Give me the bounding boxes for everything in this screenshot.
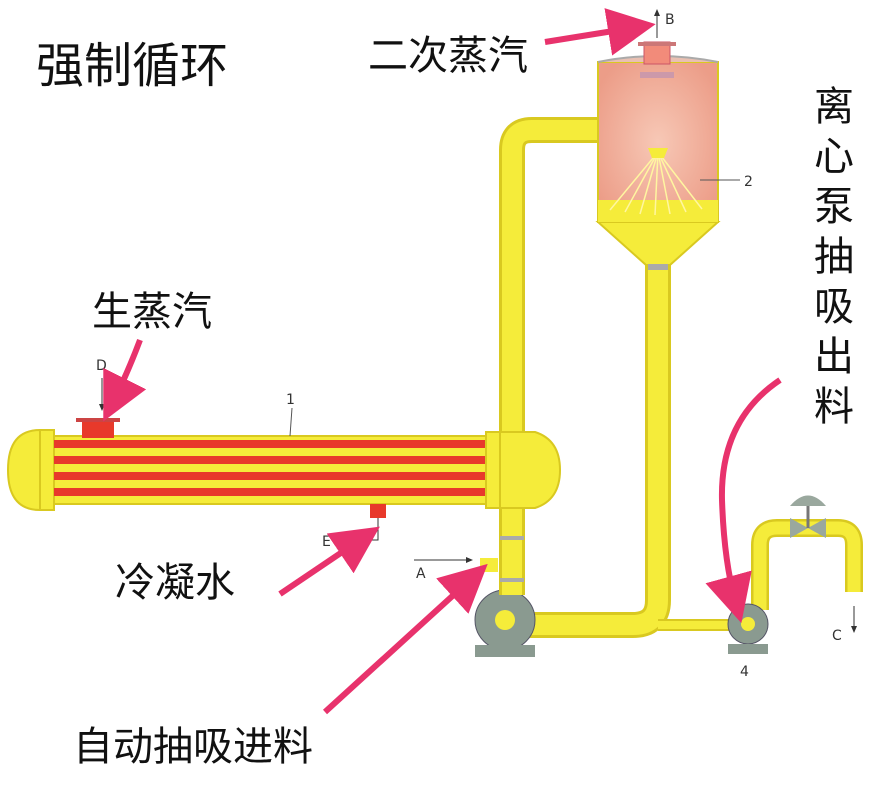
separator-vessel [595,41,740,266]
discharge-pump [727,603,769,654]
label-centrifugal-pump-discharge: 离心泵抽吸出料 [808,82,860,432]
diagram-title: 强制循环 [36,38,229,94]
marker-d: D [96,358,107,374]
heat-exchanger [6,407,562,518]
arrow-condensate [278,526,380,597]
marker-1: 1 [286,392,295,408]
product-outlet-pipe [751,519,863,610]
marker-2: 2 [744,174,753,190]
label-condensate: 冷凝水 [115,560,235,606]
arrow-centrifugal-pump [705,377,782,624]
control-valve [790,495,826,538]
circulation-pump [474,589,536,657]
arrow-live-steam [103,338,147,422]
arrow-secondary-vapor [544,8,656,56]
label-auto-feed: 自动抽吸进料 [73,724,313,770]
marker-4: 4 [740,664,749,680]
marker-a: A [416,566,426,582]
annotation-arrows [103,8,782,715]
label-live-steam: 生蒸汽 [92,289,212,335]
marker-b: B [665,12,675,28]
spray-cone [609,151,703,216]
marker-e: E [322,534,331,550]
arrow-auto-feed [322,563,488,715]
label-secondary-vapor: 二次蒸汽 [368,33,528,79]
marker-c: C [832,628,842,644]
